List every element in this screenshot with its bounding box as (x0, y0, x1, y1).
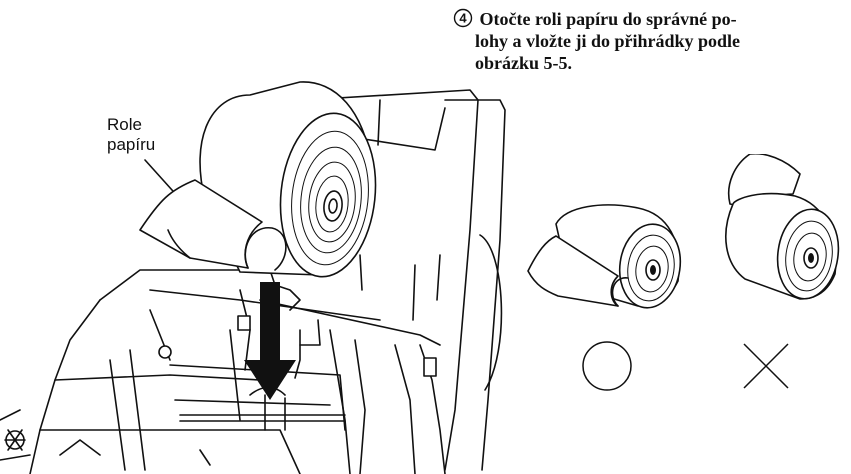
circled-number-icon: 4 (453, 8, 475, 30)
correct-mark-icon (582, 341, 632, 391)
correct-orientation-roll (527, 204, 682, 309)
step-line-3: obrázku 5-5. (475, 53, 573, 73)
paper-roll-label-line-2: papíru (107, 135, 156, 154)
paper-roll-large (139, 81, 377, 278)
printer-body (0, 261, 446, 474)
wrong-mark-icon (743, 343, 789, 389)
paper-roll-label-line-1: Role (107, 115, 142, 134)
step-line-2: lohy a vložte ji do přihrádky podle (475, 31, 741, 51)
step-number: 4 (459, 11, 467, 26)
wrong-orientation-roll (725, 154, 840, 300)
insert-arrow (244, 282, 296, 400)
step-line-1: Otočte roli papíru do správné po- (479, 9, 737, 29)
